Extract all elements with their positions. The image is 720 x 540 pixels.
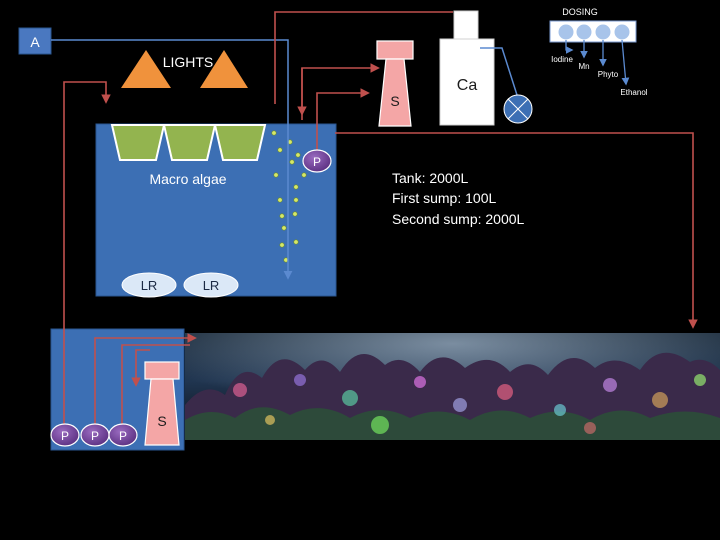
- volume-second-sump: Second sump: 2000L: [392, 211, 525, 227]
- dosing-item-ethanol: Ethanol: [620, 88, 647, 97]
- volume-tank: Tank: 2000L: [392, 170, 468, 186]
- skimmer-bottom: [145, 362, 179, 445]
- live-rock-1-label: LR: [141, 278, 158, 293]
- pump-sump-1-label: P: [61, 429, 69, 443]
- volume-first-sump: First sump: 100L: [392, 190, 496, 206]
- calcium-reactor: [440, 11, 494, 125]
- dosing-item-phyto: Phyto: [598, 70, 619, 79]
- macro-algae-label: Macro algae: [149, 171, 226, 187]
- algae-bin-3: [215, 125, 265, 160]
- pump-sump-3-label: P: [119, 429, 127, 443]
- skimmer-top: [377, 41, 413, 126]
- calcium-reactor-label: Ca: [457, 77, 478, 94]
- air-pump-label: A: [30, 34, 40, 50]
- algae-bin-1: [112, 125, 164, 160]
- pump-first-sump-label: P: [313, 155, 321, 169]
- skimmer-top-label: S: [390, 93, 399, 109]
- dosing-item-mn: Mn: [578, 62, 589, 71]
- pipe-skimmer-feed: [302, 68, 378, 120]
- dosing-label: DOSING: [562, 7, 598, 17]
- pump-sump-2-label: P: [91, 429, 99, 443]
- algae-bin-2: [164, 125, 215, 160]
- pipe-to-display: [335, 133, 693, 327]
- live-rock-2-label: LR: [203, 278, 220, 293]
- skimmer-bottom-label: S: [157, 413, 166, 429]
- dosing-line-ethanol: [622, 40, 626, 84]
- dosing-item-iodine: Iodine: [551, 55, 573, 64]
- lights-label: LIGHTS: [163, 54, 214, 70]
- display-tank: [185, 333, 720, 440]
